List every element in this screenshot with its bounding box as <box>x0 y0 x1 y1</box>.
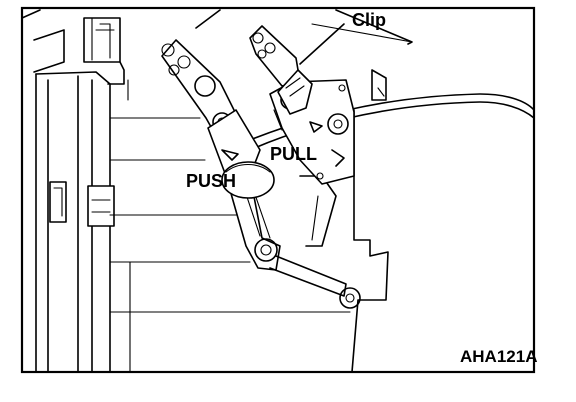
figure-code: AHA121A <box>460 347 537 366</box>
push-label: PUSH <box>186 171 236 191</box>
case-ribs <box>109 79 351 373</box>
clip-label: Clip <box>352 10 386 30</box>
heater-housing <box>21 9 125 373</box>
right-case <box>351 69 389 373</box>
push-knob <box>221 149 275 199</box>
cable-clip <box>273 69 323 133</box>
figure-frame <box>20 6 536 374</box>
pull-label: PULL <box>270 144 317 164</box>
top-plate <box>195 9 413 45</box>
clip-leader-line <box>299 23 345 65</box>
